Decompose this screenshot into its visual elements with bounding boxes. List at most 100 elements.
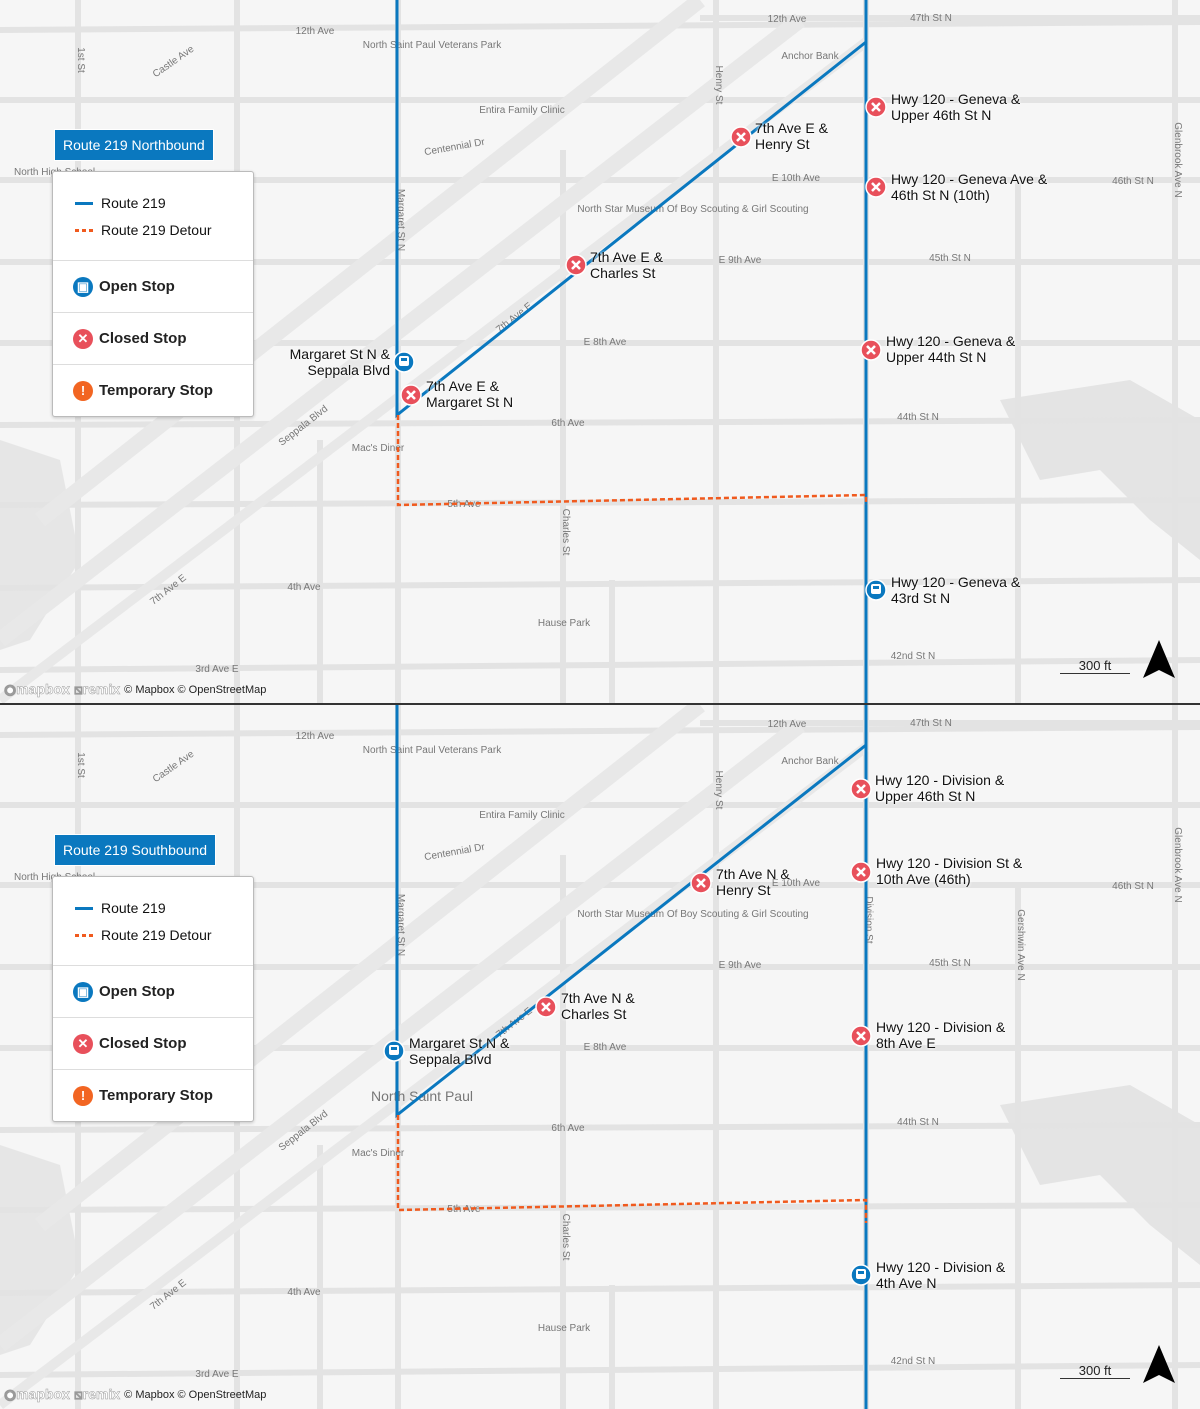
close-x-icon: [866, 345, 876, 355]
street-label: 3rd Ave E: [195, 664, 239, 675]
street-label: E 10th Ave: [772, 173, 821, 184]
north-arrow-icon: [1143, 640, 1175, 678]
stop-marker-closed[interactable]: [850, 861, 872, 883]
mapbox-logo[interactable]: ◉mapbox: [4, 1386, 70, 1403]
stop-marker-closed[interactable]: [850, 1025, 872, 1047]
street-label: 12th Ave: [768, 14, 807, 25]
close-x-icon: [541, 1002, 551, 1012]
street-label: 12th Ave: [296, 26, 335, 37]
detour-line-swatch: [75, 228, 93, 232]
street-label: 45th St N: [929, 958, 971, 969]
street-label: E 9th Ave: [719, 255, 762, 266]
street-label: 12th Ave: [296, 731, 335, 742]
stop-label: 7th Ave N & Henry St: [716, 866, 790, 898]
legend-temporary-label: Temporary Stop: [99, 382, 213, 399]
stop-label: Hwy 120 - Division St & 10th Ave (46th): [876, 855, 1023, 887]
stop-marker-closed[interactable]: [730, 126, 752, 148]
street-label: 12th Ave: [768, 719, 807, 730]
street-label: 46th St N: [1112, 176, 1154, 187]
street-label: Gershwin Ave N: [1015, 909, 1026, 981]
stop-marker-closed[interactable]: [860, 339, 882, 361]
street-label: E 9th Ave: [719, 960, 762, 971]
street-label: 42nd St N: [891, 1356, 935, 1367]
street-label: Henry St: [713, 66, 724, 105]
street-label: 6th Ave: [551, 1123, 585, 1134]
street: [35, 0, 705, 527]
street: [0, 19, 1200, 33]
street-label: 47th St N: [910, 718, 952, 729]
street-label: 3rd Ave E: [195, 1369, 239, 1380]
park-area: [0, 440, 80, 650]
close-x-icon: [871, 102, 881, 112]
legend-closed-stop: ✕Closed Stop: [53, 1018, 253, 1070]
street-label: 1st St: [75, 752, 86, 778]
legend-detour-label: Route 219 Detour: [101, 222, 212, 238]
stop-label: 7th Ave E & Margaret St N: [426, 378, 514, 410]
street: [0, 1122, 1200, 1133]
street-label: Centennial Dr: [423, 137, 486, 159]
legend-route-label: Route 219: [101, 195, 166, 211]
stop-marker-open[interactable]: [383, 1040, 405, 1062]
street: [0, 718, 805, 1352]
stop-marker-closed[interactable]: [535, 996, 557, 1018]
street: [0, 417, 1200, 428]
street-label: Mac's Diner: [352, 1148, 405, 1159]
route-219-detour-line[interactable]: [396, 1115, 868, 1223]
street-label: E 10th Ave: [772, 878, 821, 889]
stop-marker-closed[interactable]: [565, 254, 587, 276]
remix-logo[interactable]: ⧅remix: [73, 681, 121, 698]
legend-temporary-stop: ! Temporary Stop: [53, 365, 253, 416]
street-label: Anchor Bank: [781, 756, 839, 767]
close-x-icon: [736, 132, 746, 142]
mapbox-logo[interactable]: ◉mapbox: [4, 681, 70, 698]
stop-label: Hwy 120 - Geneva & Upper 46th St N: [891, 91, 1021, 123]
street: [0, 497, 1200, 508]
street-label: 46th St N: [1112, 881, 1154, 892]
stop-label: 7th Ave E & Henry St: [755, 120, 828, 152]
attribution-text[interactable]: © Mapbox © OpenStreetMap: [124, 1388, 267, 1401]
street-label: Division St: [863, 896, 874, 943]
stop-marker-open[interactable]: [865, 579, 887, 601]
street-label: Margaret St N: [395, 189, 406, 251]
street-label: 44th St N: [897, 412, 939, 423]
bus-icon: ▣: [73, 981, 93, 1002]
stop-marker-open[interactable]: [393, 351, 415, 373]
stop-marker-closed[interactable]: [400, 384, 422, 406]
stop-marker-closed[interactable]: [865, 176, 887, 198]
exclamation-icon: !: [73, 380, 93, 401]
legend-open-label: Open Stop: [99, 278, 175, 295]
stop-marker-closed[interactable]: [850, 778, 872, 800]
stop-marker-closed[interactable]: [690, 872, 712, 894]
attribution: ◉mapbox ⧅remix © Mapbox © OpenStreetMap: [4, 1386, 267, 1403]
close-x-icon: [856, 867, 866, 877]
legend-route-label: Route 219: [101, 900, 166, 916]
street-label: North Star Museum Of Boy Scouting & Girl…: [577, 909, 808, 920]
stop-label: Hwy 120 - Division & Upper 46th St N: [875, 772, 1005, 804]
stop-label: Hwy 120 - Geneva & Upper 44th St N: [886, 333, 1016, 365]
route-title: Route 219 Southbound: [54, 834, 217, 866]
legend-detour: Route 219 Detour: [75, 927, 212, 943]
street-label: 47th St N: [910, 13, 952, 24]
street-label: Glenbrook Ave N: [1172, 827, 1183, 902]
street-label: Entira Family Clinic: [479, 105, 565, 116]
street-label: 44th St N: [897, 1117, 939, 1128]
close-x-icon: [571, 260, 581, 270]
bus-icon: ▣: [73, 276, 93, 297]
attribution-text[interactable]: © Mapbox © OpenStreetMap: [124, 683, 267, 696]
legend-open-stop: ▣Open Stop: [53, 966, 253, 1018]
route-219-detour-line[interactable]: [396, 415, 868, 507]
attribution: ◉mapbox ⧅remix © Mapbox © OpenStreetMap: [4, 681, 267, 698]
street: [0, 1202, 1200, 1213]
legend-detour: Route 219 Detour: [75, 222, 212, 238]
street-label: Anchor Bank: [781, 51, 839, 62]
street-label: Castle Ave: [151, 44, 197, 81]
stop-label: Hwy 120 - Division & 4th Ave N: [876, 1259, 1006, 1291]
close-x-icon: ✕: [73, 328, 93, 349]
remix-logo[interactable]: ⧅remix: [73, 1386, 121, 1403]
stop-marker-closed[interactable]: [865, 96, 887, 118]
stop-marker-open[interactable]: [850, 1264, 872, 1286]
